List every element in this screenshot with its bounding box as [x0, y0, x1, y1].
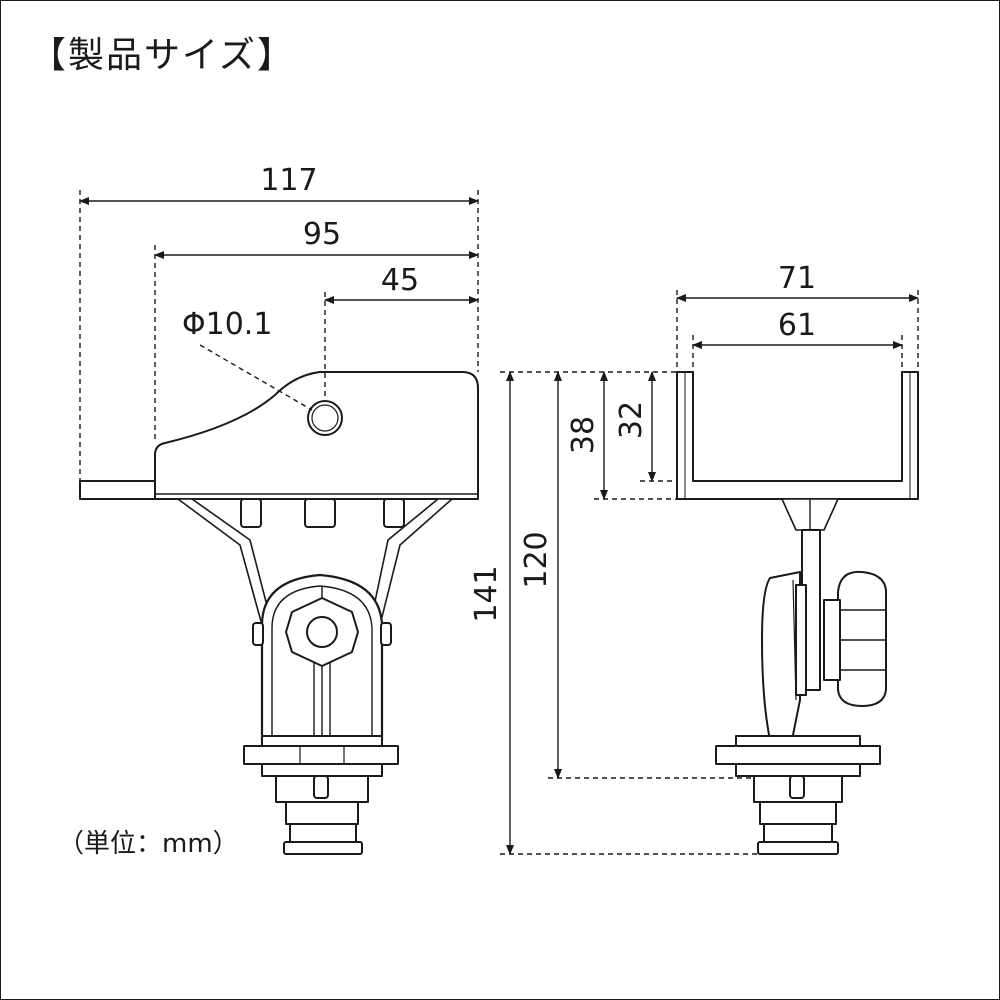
dim-height-to-base: 120 — [519, 531, 554, 588]
dim-base-width: 95 — [303, 217, 341, 252]
dim-holder-inner-depth: 32 — [614, 401, 649, 439]
dim-holder-outer-depth: 38 — [566, 416, 601, 454]
dim-hole-diameter: Φ10.1 — [182, 307, 272, 342]
side-view — [676, 371, 919, 855]
dim-overall-width: 117 — [260, 163, 317, 198]
dim-holder-inner-width: 61 — [778, 308, 816, 343]
dim-holder-outer-width: 71 — [778, 261, 816, 296]
dimension-lines: 117 95 45 Φ10.1 71 61 38 32 120 141 （単位：… — [58, 163, 919, 859]
front-base-flange — [79, 480, 156, 500]
front-view — [79, 371, 479, 855]
unit-note: （単位：mm） — [58, 829, 239, 859]
side-u-holder — [676, 371, 919, 500]
dim-hole-offset: 45 — [381, 263, 419, 298]
dim-overall-height: 141 — [469, 565, 504, 622]
front-body — [154, 371, 479, 500]
side-knob — [837, 570, 887, 707]
page-title: 【製品サイズ】 — [30, 35, 295, 76]
